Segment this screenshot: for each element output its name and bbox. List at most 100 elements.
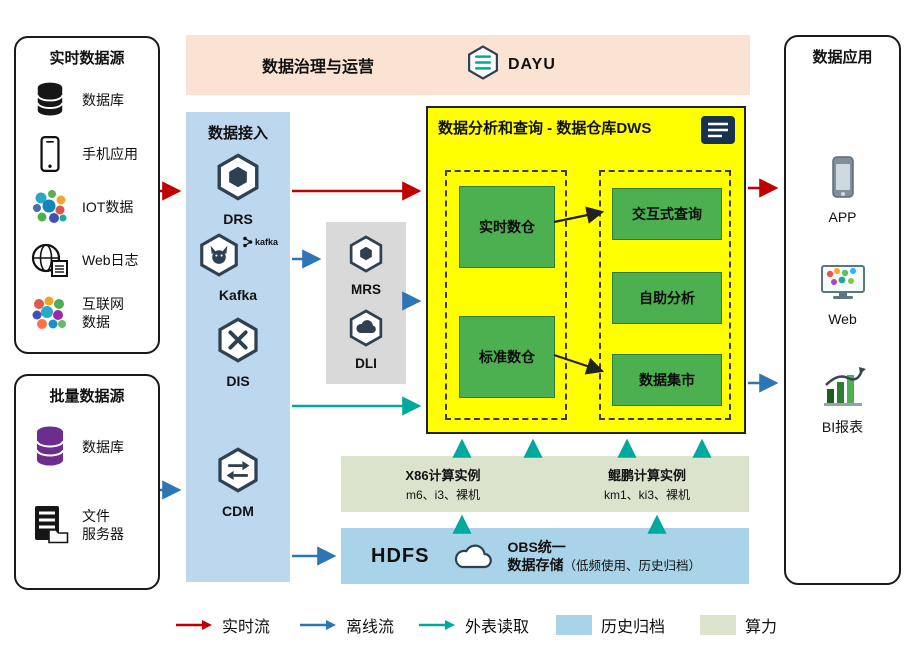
dws-interactive-query: 交互式查询 (612, 188, 722, 240)
teal-arrow-icon (419, 620, 455, 630)
bi-report-icon (820, 365, 866, 412)
governance-title: 数据治理与运营 (262, 59, 375, 76)
storage-panel: HDFS OBS统一 数据存储（低频使用、历史归档） (341, 528, 749, 584)
realtime-sources-title: 实时数据源 (49, 50, 125, 67)
legend-archive: 历史归档 (556, 613, 665, 637)
legend-label: 实时流 (222, 619, 271, 636)
app-item: BI报表 (786, 365, 899, 437)
report-doc-icon (700, 115, 736, 150)
list-item: 互联网 数据 (28, 289, 124, 337)
compute-x86-title: X86计算实例 (405, 468, 481, 483)
service-kafka: kafka Kafka (186, 232, 290, 303)
service-mrs: MRS (326, 234, 406, 297)
app-item: APP (786, 155, 899, 225)
list-item: Web日志 (28, 236, 139, 284)
compute-panel: X86计算实例 m6、i3、裸机 鲲鹏计算实例 km1、ki3、裸机 (341, 456, 749, 512)
batch-sources-panel: 批量数据源 数据库 文件 服务器 (14, 374, 160, 590)
kafka-wordmark: kafka (242, 236, 278, 248)
legend-label: 外表读取 (465, 619, 530, 636)
list-item: 数据库 (28, 76, 124, 124)
app-item: Web (786, 261, 899, 327)
list-item: IOT数据 (28, 183, 133, 231)
dayu-badge: DAYU (466, 44, 556, 86)
source-label: 手机应用 (82, 145, 138, 162)
dws-service-group: 交互式查询 自助分析 数据集市 (599, 170, 731, 420)
batch-sources-title: 批量数据源 (49, 388, 125, 405)
service-dis: DIS (186, 316, 290, 389)
compute-kunpeng-subtitle: km1、ki3、裸机 (603, 488, 690, 502)
app-label: BI报表 (821, 419, 864, 435)
compute-power-swatch (700, 615, 736, 635)
legend-realtime-flow: 实时流 (175, 613, 270, 637)
service-cdm: CDM (186, 446, 290, 519)
obs-text: OBS统一 数据存储（低频使用、历史归档） (507, 538, 701, 574)
applications-title: 数据应用 (812, 49, 873, 66)
service-label: DLI (355, 356, 377, 371)
service-label: MRS (351, 282, 381, 297)
dws-panel: 数据分析和查询 - 数据仓库DWS 实时数仓 标准数仓 交互式查询 自助分析 数… (426, 106, 746, 434)
legend-offline-flow: 离线流 (299, 613, 394, 637)
web-monitor-icon (820, 261, 866, 306)
archive-swatch (556, 615, 592, 635)
app-icon (826, 155, 860, 204)
service-label: DRS (223, 211, 253, 227)
dli-icon (348, 308, 384, 353)
compute-x86-subtitle: m6、i3、裸机 (405, 488, 480, 502)
service-label: Kafka (218, 287, 258, 303)
kafka-wordmark-text: kafka (254, 237, 279, 247)
obs-line1: OBS统一 (507, 538, 566, 555)
list-item: 数据库 (28, 418, 124, 476)
governance-panel: 数据治理与运营 DAYU (186, 35, 750, 95)
applications-panel: 数据应用 APP Web BI报表 (784, 35, 901, 585)
file-server-icon (28, 504, 72, 546)
obs-line2-bold: 数据存储 (507, 556, 564, 573)
compute-kunpeng-title: 鲲鹏计算实例 (607, 468, 686, 483)
ingestion-panel: 数据接入 DRS kafka Kafka DIS (186, 112, 290, 582)
source-label: 数据库 (82, 91, 124, 108)
blue-arrow-icon (300, 620, 336, 630)
cdm-icon (216, 446, 260, 499)
dis-icon (216, 316, 260, 369)
compute-kunpeng: 鲲鹏计算实例 km1、ki3、裸机 (545, 456, 749, 512)
dws-title: 数据分析和查询 - 数据仓库DWS (438, 120, 652, 137)
dws-warehouse-group: 实时数仓 标准数仓 (445, 170, 567, 420)
legend-label: 算力 (745, 619, 778, 636)
internet-data-icon (28, 294, 72, 332)
dws-self-service-analysis: 自助分析 (612, 272, 722, 324)
ingestion-title: 数据接入 (207, 125, 268, 142)
dws-standard-warehouse: 标准数仓 (459, 316, 555, 398)
dayu-icon (466, 44, 500, 86)
database-icon (28, 80, 72, 120)
source-label: 互联网 数据 (82, 295, 124, 330)
service-dli: DLI (326, 308, 406, 371)
legend-external-read: 外表读取 (418, 613, 529, 637)
dws-data-mart: 数据集市 (612, 354, 722, 406)
source-label: 文件 服务器 (82, 507, 124, 542)
iot-icon (28, 187, 72, 227)
compute-x86: X86计算实例 m6、i3、裸机 (341, 456, 545, 512)
source-label: 数据库 (82, 438, 124, 455)
kafka-icon (198, 232, 240, 283)
list-item: 文件 服务器 (28, 494, 124, 556)
legend-label: 历史归档 (601, 619, 666, 636)
drs-icon (215, 152, 261, 207)
app-label: APP (828, 209, 857, 225)
legend-compute-power: 算力 (700, 613, 777, 637)
red-arrow-icon (176, 620, 212, 630)
hdfs-label: HDFS (371, 544, 430, 567)
phone-icon (28, 134, 72, 174)
app-label: Web (828, 311, 857, 327)
web-log-icon (28, 241, 72, 279)
mrs-icon (348, 234, 384, 279)
source-label: Web日志 (82, 251, 139, 268)
dws-realtime-warehouse: 实时数仓 (459, 186, 555, 268)
processing-panel: MRS DLI (326, 222, 406, 384)
obs-line2: 数据存储（低频使用、历史归档） (507, 556, 701, 574)
service-label: DIS (226, 373, 250, 389)
realtime-sources-panel: 实时数据源 数据库 手机应用 IOT数据 Web日志 (14, 36, 160, 354)
list-item: 手机应用 (28, 130, 138, 178)
service-drs: DRS (186, 152, 290, 227)
service-label: CDM (222, 503, 254, 519)
purple-database-icon (28, 424, 72, 470)
